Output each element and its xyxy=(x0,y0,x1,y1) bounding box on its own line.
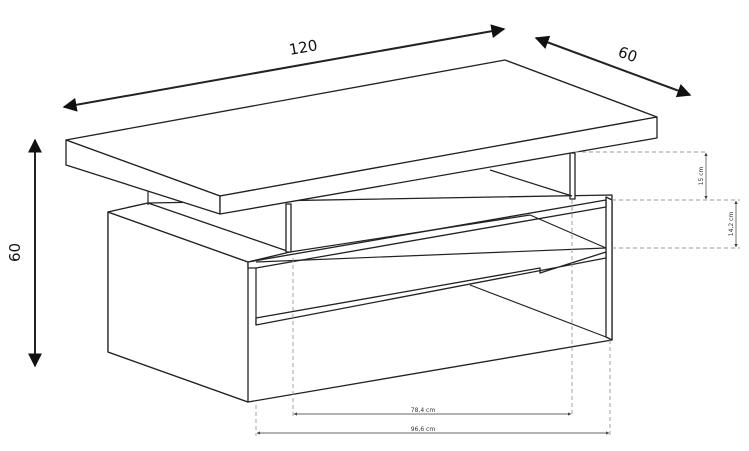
outer-width-label: 96,6 cm xyxy=(411,426,436,433)
shelf-gap-label: 14,2 cm xyxy=(728,212,735,237)
top-gap-label: 15 cm xyxy=(698,167,705,186)
top-supports xyxy=(147,152,576,253)
table-top xyxy=(65,59,658,215)
inner-width-label: 78,4 cm xyxy=(411,407,436,414)
length-arrow xyxy=(62,24,506,112)
bottom-shelf xyxy=(255,251,607,326)
right-side-panel xyxy=(605,196,613,341)
height-label: 60 xyxy=(6,243,24,262)
right-dimensions: 15 cm 14,2 cm xyxy=(575,151,740,249)
table-body xyxy=(107,194,613,403)
depth-label: 60 xyxy=(616,43,640,66)
bottom-dimensions: 78,4 cm 96,6 cm xyxy=(255,200,611,436)
depth-arrow xyxy=(534,35,692,98)
length-label: 120 xyxy=(288,36,319,59)
